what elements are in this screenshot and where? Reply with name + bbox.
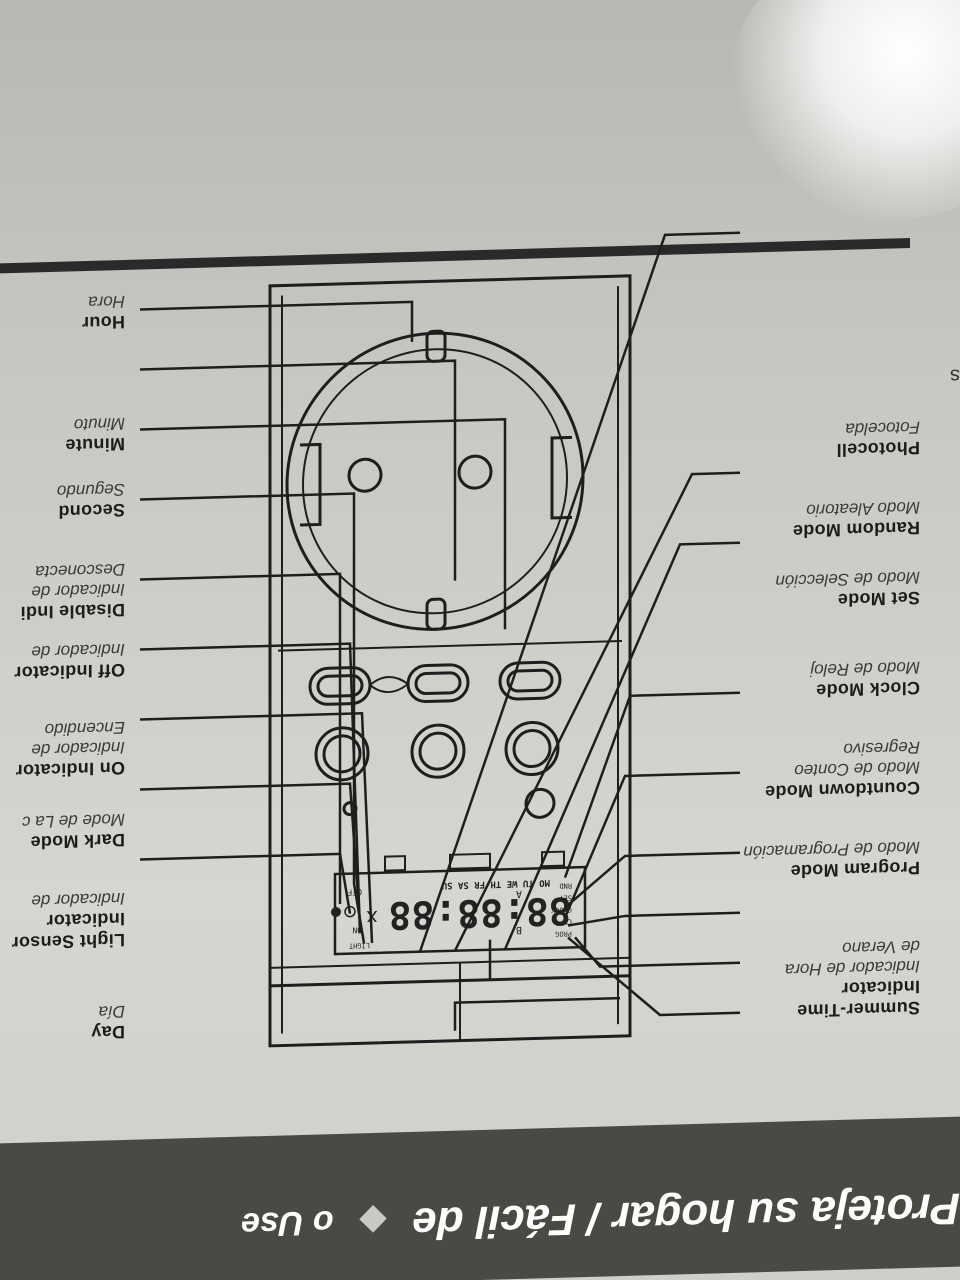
dark-mode-icon xyxy=(331,907,341,918)
label-off-indicator: Off Indicator Indicador de xyxy=(14,639,125,684)
label-hour: Hour Hora xyxy=(81,291,125,334)
label-light-sensor: Light Sensor Indicator Indicador de xyxy=(11,888,125,954)
button-round-right xyxy=(314,726,370,782)
reset-button xyxy=(524,787,556,819)
label-minute: Minute Minuto xyxy=(65,413,125,456)
lcd-on: ON xyxy=(352,925,362,934)
label-disable-indicator: Disable Indi Indicador de Desconecta xyxy=(20,559,125,623)
label-set-mode: Set Mode Modo de Selección xyxy=(775,567,920,611)
label-program-mode: Program Mode Modo de Programación xyxy=(743,837,920,882)
lcd-digits: 88:88:88 xyxy=(389,888,572,937)
label-random-mode: Random Mode Modo Aleatorio xyxy=(792,497,920,542)
lcd-mode-2: CLOCK xyxy=(550,905,572,914)
lcd-mode-4: RND xyxy=(559,881,572,889)
label-photocell: Photocell Fotocelda xyxy=(836,417,920,461)
lcd-mode-0: PROG xyxy=(555,929,572,937)
label-summer-time: Summer-Time Indicator Indicador de Hora … xyxy=(784,936,920,1022)
button-round-middle xyxy=(410,723,466,779)
device-outline xyxy=(268,274,632,1048)
label-on-indicator: On Indicator Indicador de Encendido xyxy=(15,717,125,781)
lcd-contents: 88:88:88 x MO TU WE TH FR SA SU ON OFF A… xyxy=(331,877,572,950)
label-countdown-mode: Countdown Mode Modo de Conteo Regresivo xyxy=(764,737,920,803)
label-dark-mode: Dark Mode Mode de La c xyxy=(21,809,125,853)
label-clock-mode: Clock Mode Modo de Reloj xyxy=(810,657,920,701)
lcd-light: LIGHT xyxy=(348,941,370,950)
socket-hole-right xyxy=(347,457,383,493)
lcd-days: MO TU WE TH FR SA SU xyxy=(442,877,550,890)
label-second: Second Segundo xyxy=(56,479,125,522)
button-top-left xyxy=(498,660,562,701)
button-round-left xyxy=(504,721,560,777)
lcd-summer: A xyxy=(516,888,522,899)
label-day: Day Día xyxy=(91,1001,125,1043)
socket-hole-left xyxy=(457,454,493,490)
socket-ring xyxy=(285,331,585,631)
lcd-b: B xyxy=(516,924,522,935)
leader-lines xyxy=(140,231,740,1031)
lcd-mode-3: SET xyxy=(559,893,572,901)
lcd-mode-1: CD xyxy=(564,917,572,925)
